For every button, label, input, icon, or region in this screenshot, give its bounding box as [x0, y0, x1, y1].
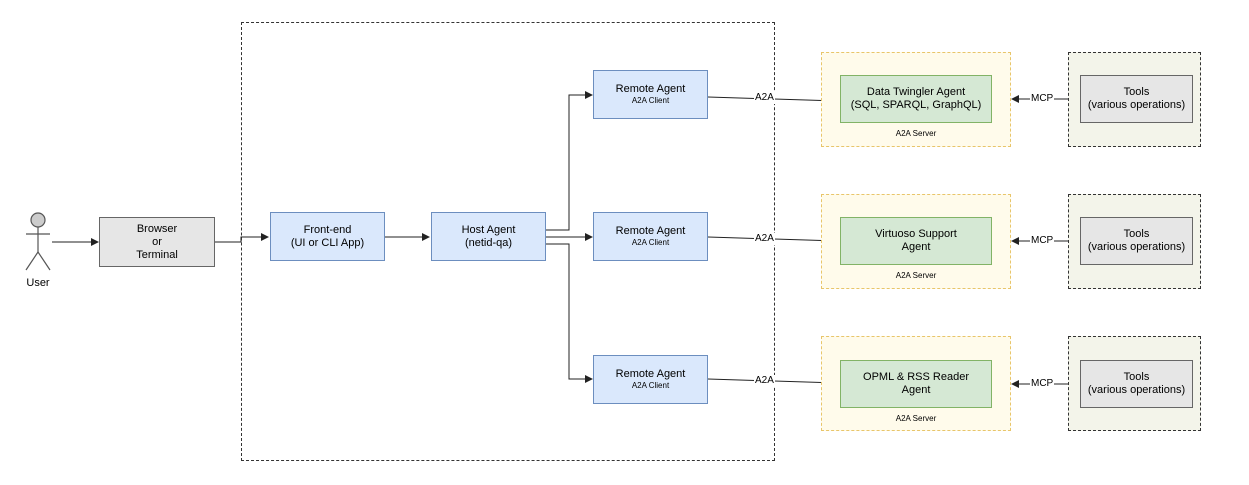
tools-line2: (various operations): [1087, 99, 1186, 111]
remote-agent-node[interactable]: Remote Agent A2A Client: [593, 70, 708, 119]
remote-agent-node[interactable]: Remote Agent A2A Client: [593, 212, 708, 261]
user-label: User: [26, 276, 50, 289]
browser-line3: Terminal: [136, 248, 178, 261]
host-line2: (netid-qa): [464, 236, 513, 249]
host-agent-node[interactable]: Host Agent (netid-qa): [431, 212, 546, 261]
tools-line2: (various operations): [1087, 384, 1186, 396]
frontend-line1: Front-end: [303, 223, 352, 236]
host-line1: Host Agent: [461, 223, 516, 236]
a2a-label: A2A: [754, 92, 775, 104]
tools-node[interactable]: Tools (various operations): [1080, 360, 1193, 408]
a2a-label: A2A: [754, 375, 775, 387]
server-line2: Agent: [901, 384, 931, 396]
tools-line1: Tools: [1123, 371, 1150, 383]
server-line2: (SQL, SPARQL, GraphQL): [850, 99, 982, 111]
browser-line2: or: [152, 235, 162, 248]
mcp-label: MCP: [1030, 378, 1055, 390]
mcp-label: MCP: [1030, 93, 1055, 105]
server-line2: Agent: [901, 241, 931, 253]
server-line1: Virtuoso Support: [875, 228, 957, 240]
a2a-server-caption: A2A Server: [895, 129, 937, 138]
tools-node[interactable]: Tools (various operations): [1080, 75, 1193, 123]
remote-agent-sub: A2A Client: [631, 238, 670, 247]
data-twingler-agent-node[interactable]: Data Twingler Agent (SQL, SPARQL, GraphQ…: [840, 75, 992, 123]
remote-agent-node[interactable]: Remote Agent A2A Client: [593, 355, 708, 404]
tools-line2: (various operations): [1087, 241, 1186, 253]
remote-agent-title: Remote Agent: [615, 368, 686, 380]
remote-agent-title: Remote Agent: [615, 83, 686, 95]
tools-node[interactable]: Tools (various operations): [1080, 217, 1193, 265]
tools-line1: Tools: [1123, 228, 1150, 240]
remote-agent-sub: A2A Client: [631, 381, 670, 390]
server-line1: OPML & RSS Reader: [863, 371, 969, 383]
server-line1: Data Twingler Agent: [866, 86, 966, 98]
edge-host-remote-3: [545, 243, 593, 383]
a2a-server-caption: A2A Server: [895, 414, 937, 423]
frontend-node[interactable]: Front-end (UI or CLI App): [270, 212, 385, 261]
remote-agent-sub: A2A Client: [631, 96, 670, 105]
remote-agent-title: Remote Agent: [615, 225, 686, 237]
opml-rss-reader-agent-node[interactable]: OPML & RSS Reader Agent: [840, 360, 992, 408]
a2a-server-caption: A2A Server: [895, 271, 937, 280]
virtuoso-support-agent-node[interactable]: Virtuoso Support Agent: [840, 217, 992, 265]
frontend-line2: (UI or CLI App): [290, 236, 365, 249]
tools-line1: Tools: [1123, 86, 1150, 98]
user-icon: [25, 212, 51, 271]
browser-line1: Browser: [136, 222, 178, 235]
edge-host-remote-1: [545, 91, 593, 231]
a2a-label: A2A: [754, 233, 775, 245]
browser-terminal-node[interactable]: Browser or Terminal: [99, 217, 215, 267]
mcp-label: MCP: [1030, 235, 1055, 247]
